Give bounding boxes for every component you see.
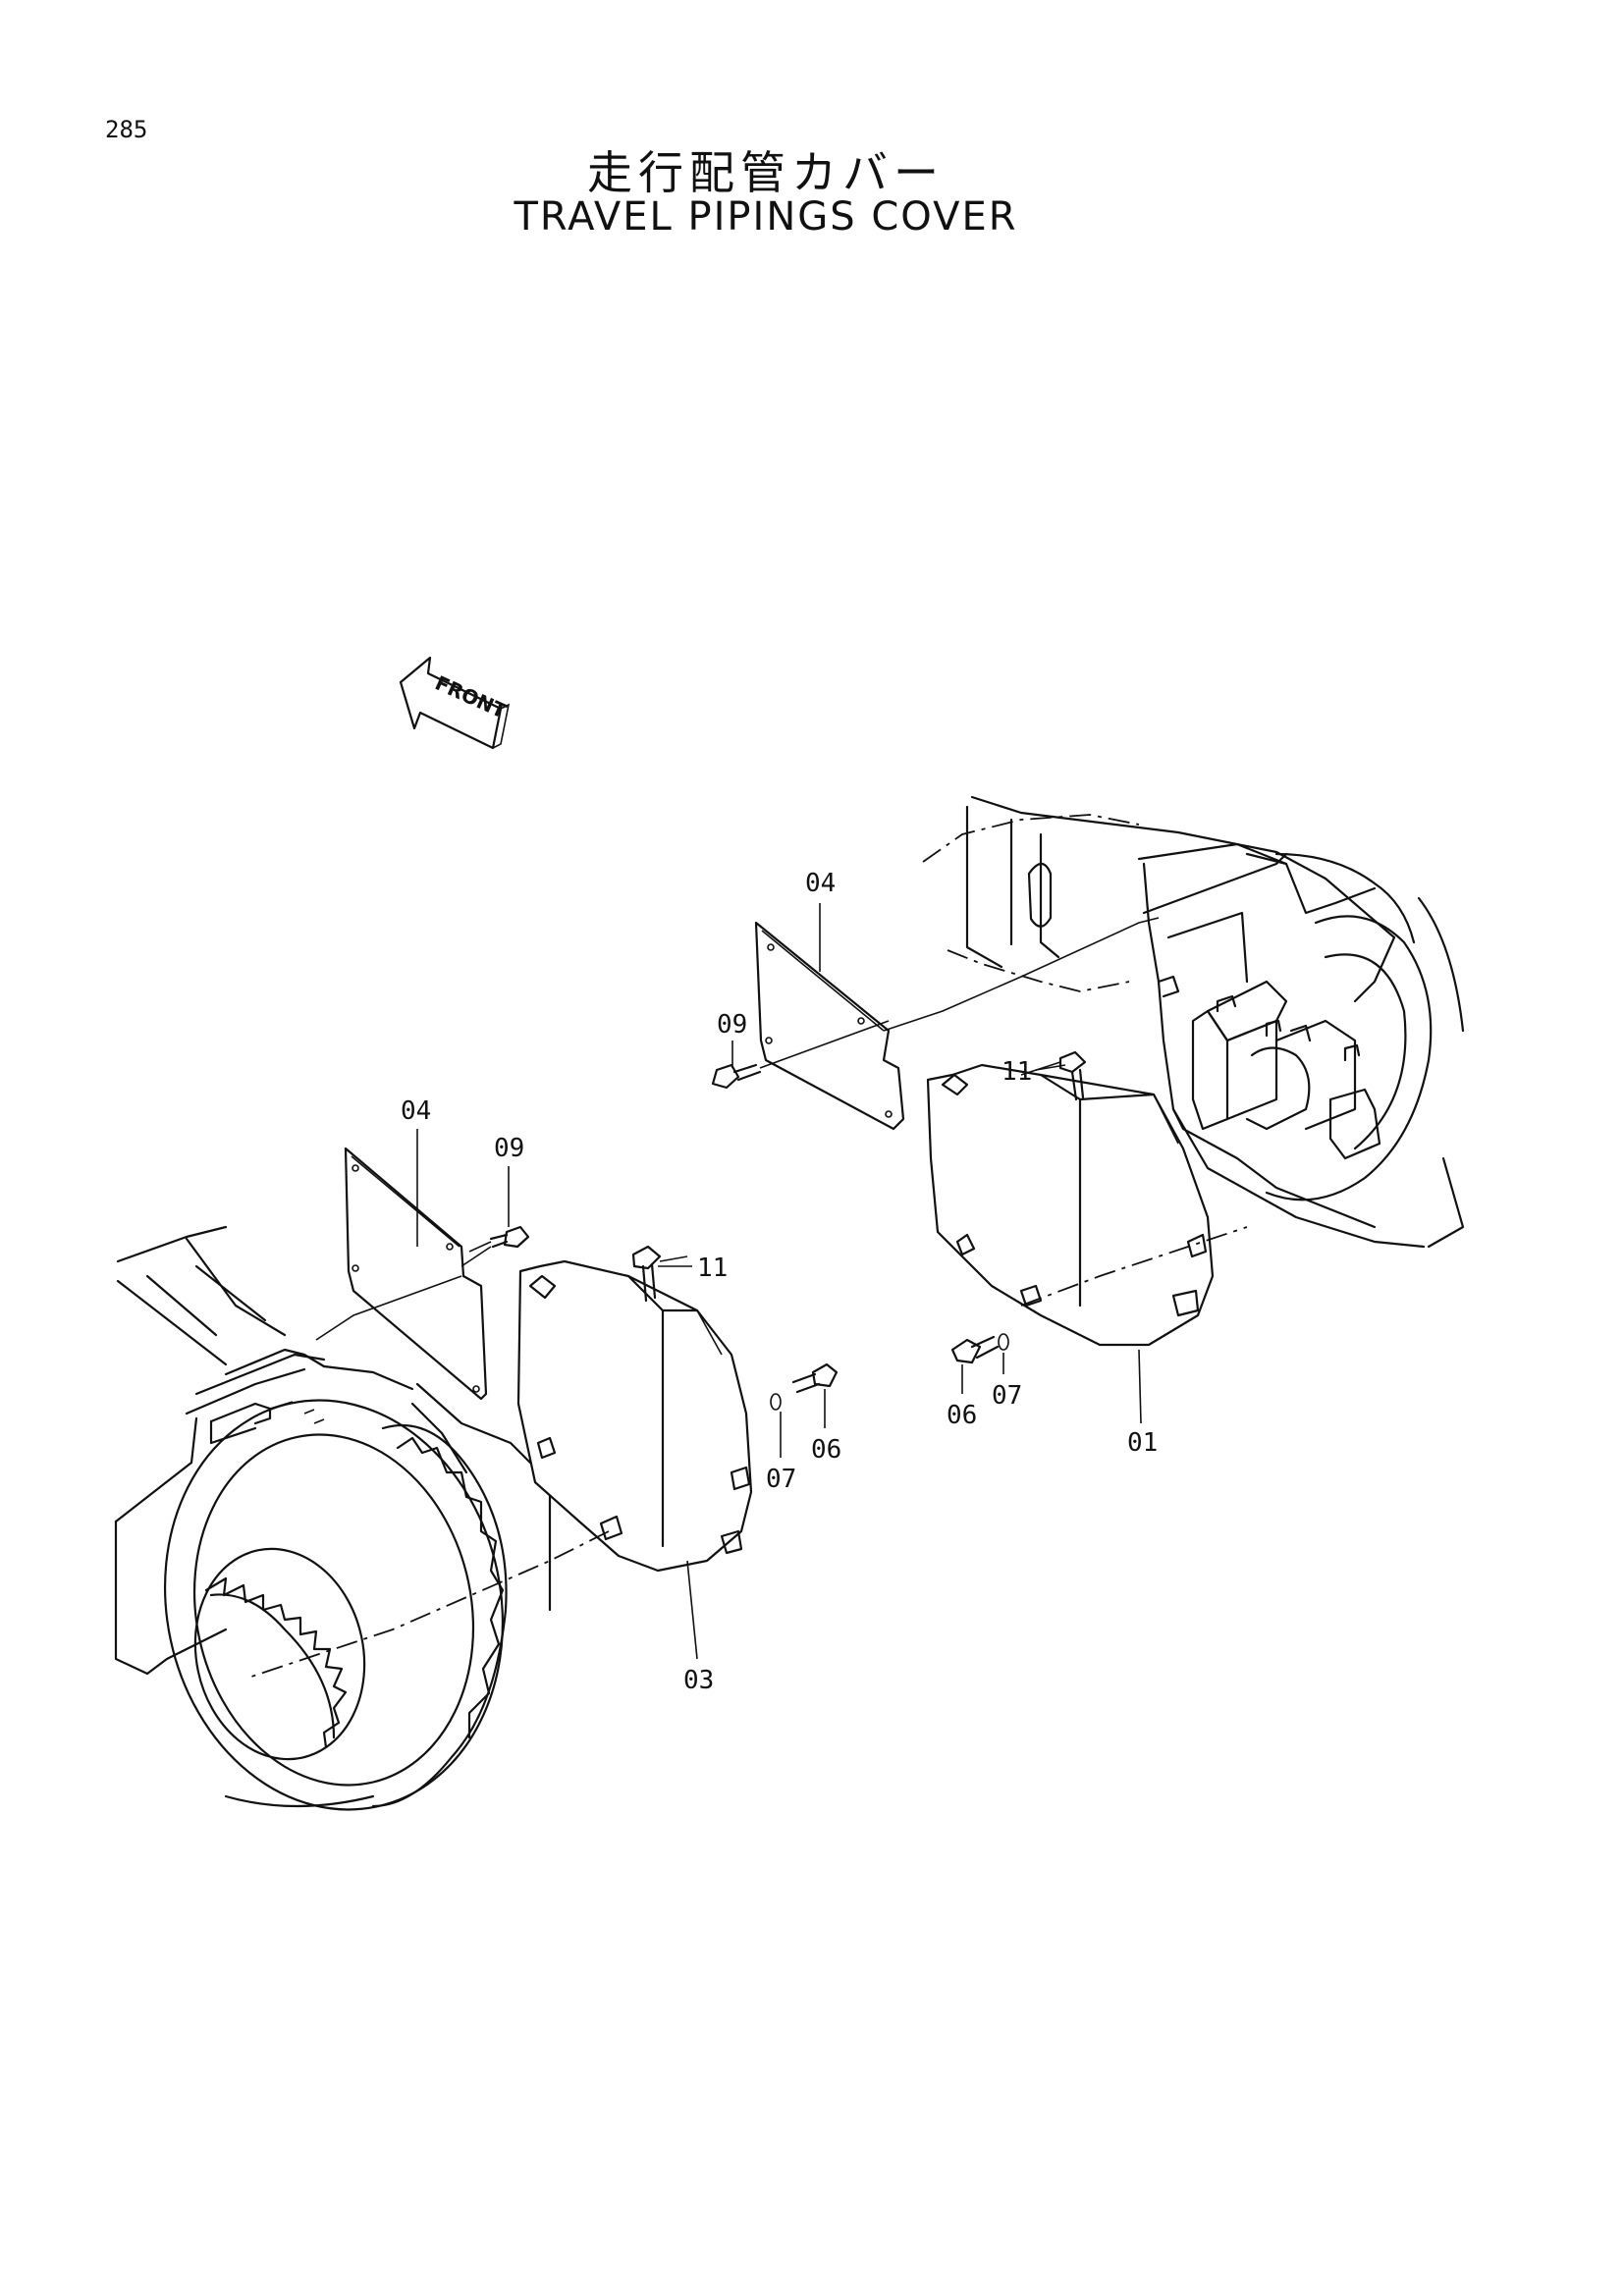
callout-09-upper: 09 (717, 1010, 747, 1040)
page-title-japanese: 走行配管カバー (587, 146, 945, 199)
callout-07-right: 07 (992, 1381, 1022, 1411)
front-arrow: FRONT (399, 656, 511, 750)
callout-11-left: 11 (697, 1254, 728, 1283)
left-frame-assembly (114, 1225, 552, 1811)
left-cover-plate-04 (315, 1147, 492, 1401)
callout-06-right: 06 (947, 1401, 977, 1430)
callout-04-upper: 04 (805, 869, 836, 898)
bolt-11-left (631, 1245, 688, 1303)
bolt-06-left (770, 1362, 839, 1411)
callout-09-left: 09 (494, 1134, 524, 1163)
callout-06-left: 06 (811, 1435, 841, 1465)
cover-03 (244, 1259, 753, 1680)
bolt-09-left (468, 1225, 530, 1253)
callout-04-left: 04 (401, 1096, 431, 1126)
callout-01: 01 (1127, 1428, 1158, 1458)
page-title-english: TRAVEL PIPINGS COVER (514, 194, 1018, 240)
right-frame-assembly (922, 795, 1465, 1249)
page-number: 285 (105, 116, 148, 143)
callout-03: 03 (683, 1666, 714, 1695)
callout-11-right: 11 (1001, 1057, 1032, 1087)
callout-07-left: 07 (766, 1465, 796, 1494)
bolt-06-right (950, 1333, 1009, 1364)
cover-01 (926, 1063, 1248, 1347)
bolt-09-upper (711, 1020, 890, 1090)
leader-lines (416, 903, 1142, 1660)
upper-cover-plate-04 (754, 917, 1160, 1131)
